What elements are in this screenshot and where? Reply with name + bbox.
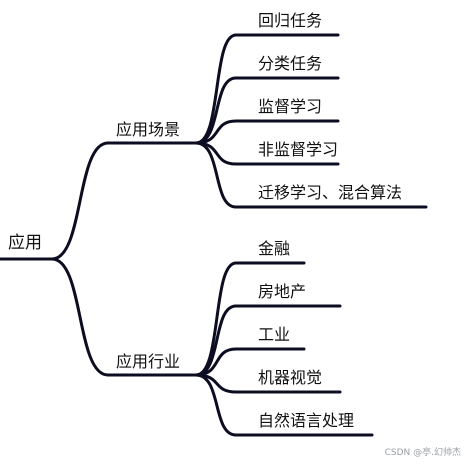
- edge-branch-to-leaf: [194, 33, 238, 145]
- edge-branch-to-leaf: [194, 141, 238, 209]
- leaf-node-label: 回归任务: [258, 11, 322, 30]
- leaf-node-label: 工业: [258, 325, 290, 344]
- edge-branch-to-leaf: [194, 261, 238, 377]
- leaf-node-label: 监督学习: [258, 97, 322, 116]
- edge-branch-to-leaf: [194, 141, 238, 166]
- edge-root-to-branch-2: [50, 257, 110, 377]
- leaf-node-label: 迁移学习、混合算法: [258, 183, 402, 202]
- watermark: CSDN @亭.幻帅杰: [384, 448, 461, 458]
- branch-node-label: 应用行业: [116, 352, 180, 371]
- leaf-node-label: 机器视觉: [258, 368, 322, 387]
- leaf-node-label: 自然语言处理: [258, 411, 354, 430]
- edge-branch-to-leaf: [194, 373, 238, 437]
- leaf-node-label: 房地产: [258, 282, 306, 301]
- root-node-label: 应用: [8, 233, 42, 253]
- edge-root-to-branch-1: [50, 141, 110, 261]
- leaf-node-label: 非监督学习: [258, 140, 338, 159]
- leaf-node-label: 金融: [258, 239, 290, 258]
- leaf-node-label: 分类任务: [258, 54, 322, 73]
- branch-node-label: 应用场景: [116, 120, 180, 139]
- mind-map-edges: [0, 33, 428, 437]
